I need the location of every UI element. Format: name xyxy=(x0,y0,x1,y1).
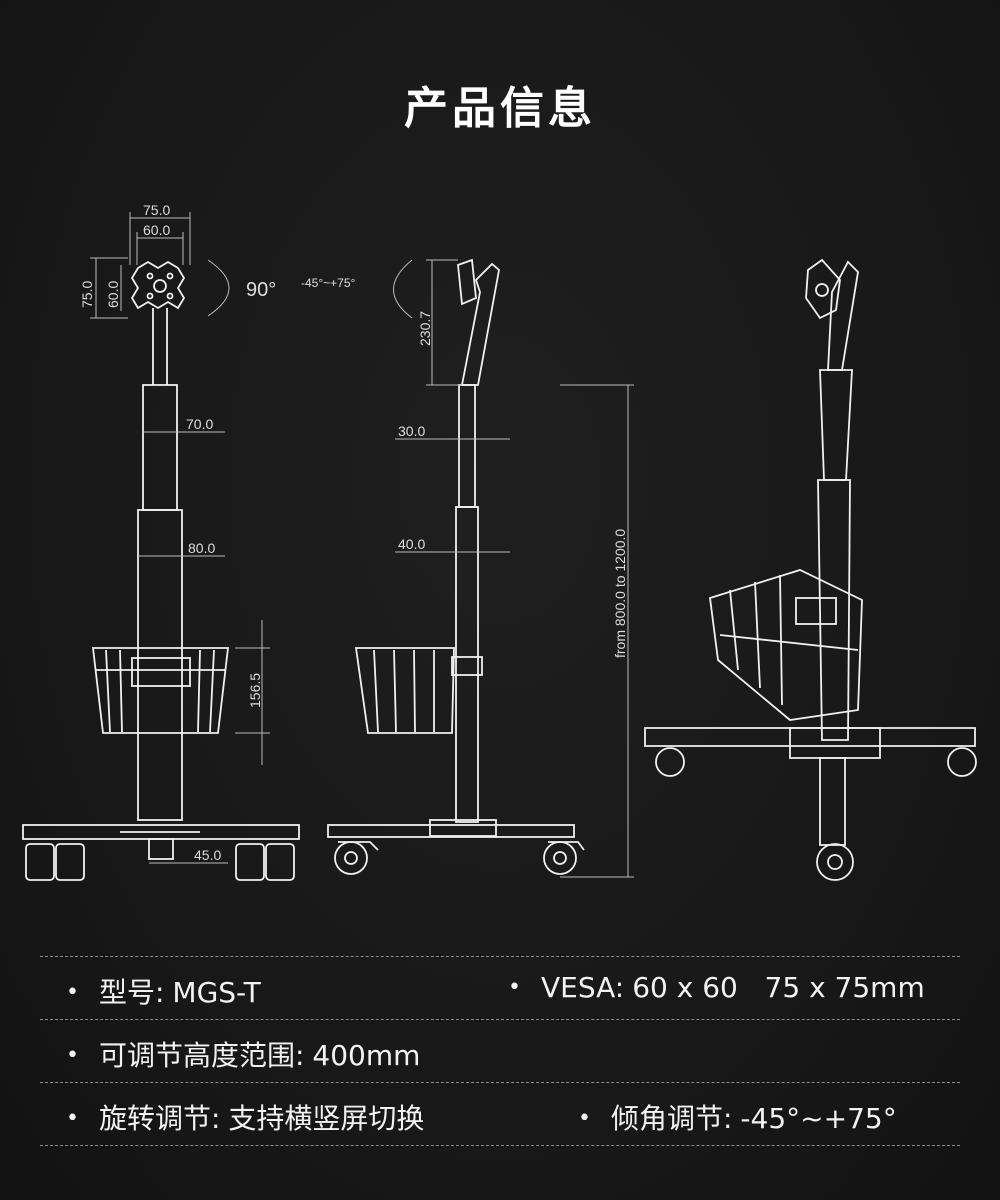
dim-arm-height-label: 230.7 xyxy=(417,311,433,346)
spec-model: • 型号:MGS-T xyxy=(66,971,261,1011)
dim-vesa-outer-vertical-label: 75.0 xyxy=(79,281,95,308)
side-view-dimensions xyxy=(393,259,634,878)
spec-height-label: 可调节高度范围: xyxy=(98,1039,305,1072)
page-title: 产品信息 xyxy=(404,83,596,134)
spec-rotate: • 旋转调节:支持横竖屏切换 xyxy=(66,1097,424,1137)
dim-vesa-outer-label: 75.0 xyxy=(143,202,170,218)
dim-basket-height-label: 156.5 xyxy=(247,673,263,708)
spec-table: • 型号:MGS-T • VESA:60 x 60 75 x 75mm • 可调节高度… xyxy=(40,956,960,1146)
side-view xyxy=(327,258,585,875)
front-view-dimensions xyxy=(90,212,270,864)
bullet-icon: • xyxy=(66,980,79,1005)
spec-tilt-label: 倾角调节: xyxy=(610,1102,733,1135)
dim-side-lower-pole-label: 40.0 xyxy=(398,536,425,552)
dim-upper-pole-label: 70.0 xyxy=(186,416,213,432)
bullet-icon: • xyxy=(578,1106,591,1131)
dim-side-upper-pole-label: 30.0 xyxy=(398,423,425,439)
dim-tilt-label: -45°~+75° xyxy=(301,276,356,290)
bullet-icon: • xyxy=(66,1043,79,1068)
dim-vesa-inner-label: 60.0 xyxy=(143,222,170,238)
spec-height: • 可调节高度范围:400mm xyxy=(66,1034,420,1074)
spec-height-value: 400mm xyxy=(312,1039,421,1072)
spec-vesa-label: VESA: xyxy=(540,971,625,1004)
product-technical-drawing: 75.0 60.0 75.0 60.0 90° -45°~+75° 230.7 … xyxy=(22,202,977,881)
spec-tilt: • 倾角调节:-45°~+75° xyxy=(578,1097,897,1137)
spec-tilt-value: -45°~+75° xyxy=(740,1102,897,1135)
spec-rotate-label: 旋转调节: xyxy=(98,1102,221,1135)
isometric-view xyxy=(644,258,977,881)
spec-row-2: • 可调节高度范围:400mm xyxy=(40,1019,960,1082)
dim-base-hub-label: 45.0 xyxy=(194,847,221,863)
spec-vesa-value: 60 x 60 75 x 75mm xyxy=(632,971,925,1004)
dim-lower-pole-label: 80.0 xyxy=(188,540,215,556)
spec-model-label: 型号: xyxy=(98,976,165,1009)
dim-vesa-inner-vertical-label: 60.0 xyxy=(105,281,121,308)
spec-row-3: • 旋转调节:支持横竖屏切换 • 倾角调节:-45°~+75° xyxy=(40,1082,960,1146)
bullet-icon: • xyxy=(66,1106,79,1131)
front-view xyxy=(22,260,300,881)
spec-model-value: MGS-T xyxy=(172,976,261,1009)
spec-row-1: • 型号:MGS-T • VESA:60 x 60 75 x 75mm xyxy=(40,956,960,1019)
spec-rotate-value: 支持横竖屏切换 xyxy=(228,1102,425,1135)
dim-total-height-label: from 800.0 to 1200.0 xyxy=(612,529,628,658)
bullet-icon: • xyxy=(508,975,521,1000)
dim-rotation-label: 90° xyxy=(246,279,276,301)
spec-vesa: • VESA:60 x 60 75 x 75mm xyxy=(508,971,925,1004)
